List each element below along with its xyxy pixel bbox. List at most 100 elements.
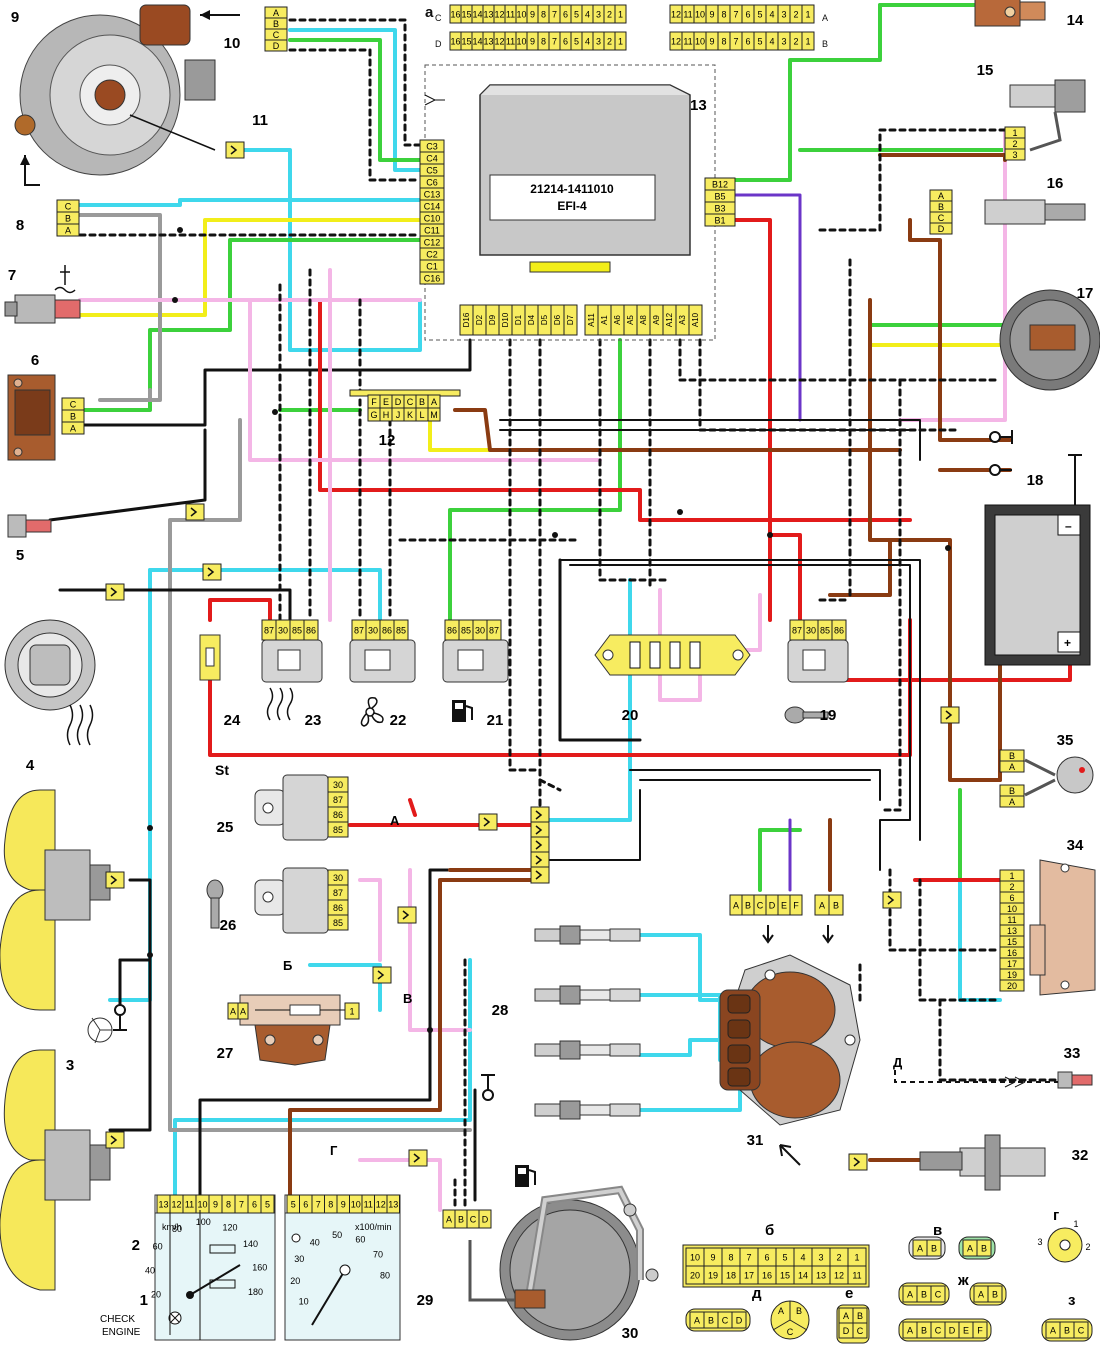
inline-connector-14 <box>530 821 550 839</box>
ecu-c-pin-7: C11 <box>424 226 440 236</box>
battery-minus-sign: – <box>1065 519 1072 533</box>
conn-a-row-a-pin-4: 8 <box>721 10 726 20</box>
plug-31a-pin-2: C <box>757 901 764 911</box>
conn-a-row-d-pin-6: 10 <box>516 37 526 47</box>
fan-symbol-22 <box>360 696 384 727</box>
relay-23-pins-pin-1: 30 <box>278 626 288 636</box>
tach-tick-5: 60 <box>355 1235 365 1245</box>
conn-b-bottom-pin-3: 17 <box>744 1271 754 1281</box>
ecu-a-pin-7: A3 <box>678 315 687 325</box>
relay-19-pins-pin-3-cell <box>831 619 847 641</box>
conn-b-bottom-pin-4: 16 <box>762 1271 772 1281</box>
plug12-bottom-pin-2: J <box>396 410 401 420</box>
conn-b-bottom-pin-9-cell <box>847 1265 867 1285</box>
plug-31a-pin-3: D <box>769 901 776 911</box>
legend-z-pin-1: B <box>1064 1326 1070 1336</box>
conn-a-row-d-pin-1: 15 <box>461 37 471 47</box>
legend-g: 123 <box>1037 1219 1091 1263</box>
conn-b-top-pin-0: 10 <box>690 1253 700 1263</box>
ecu-a-pin-4: A8 <box>639 315 648 325</box>
legend-e-pin-2: D <box>843 1326 850 1336</box>
letter-G-cyr: Г <box>330 1143 338 1158</box>
plug12-top-pin-3: C <box>407 397 414 407</box>
conn-a-row-b-pin-10: 2 <box>793 37 798 47</box>
spark-plug-3 <box>534 1040 641 1060</box>
junction-dot-2 <box>272 409 278 415</box>
conn-a-row-b-pin-11-cell <box>801 31 815 51</box>
conn-b-top-pin-1: 9 <box>710 1253 715 1263</box>
oxygen-sensor-16 <box>984 199 1086 225</box>
conn-a-row-a-pin-11-cell <box>801 4 815 24</box>
legend-zh-1-pin-1: B <box>921 1290 927 1300</box>
relay-22-pins-pin-1: 30 <box>368 626 378 636</box>
relay-26-pin-3-cell <box>327 914 349 931</box>
inline-connector-3 <box>105 583 125 601</box>
callout-19: 19 <box>820 707 837 724</box>
conn-a-row-c-pin-14: 2 <box>607 10 612 20</box>
legend-e-pin-3-cell <box>852 1322 868 1339</box>
conn-b-bottom-pin-9: 11 <box>852 1271 861 1281</box>
conn-a-row-a-pin-3: 9 <box>709 10 714 20</box>
callout-1: 1 <box>140 1292 148 1309</box>
inline-connector-5 <box>105 1131 125 1149</box>
ecu-c-pin-10: C1 <box>426 262 438 272</box>
ecu-d-pin-3: D10 <box>501 312 510 327</box>
plug-34-pin-9: 19 <box>1007 970 1017 980</box>
letter-V-cyr: В <box>403 991 412 1006</box>
plug-27-pin-1-cell <box>237 1002 249 1020</box>
conn-a-row-c-pin-6: 10 <box>516 10 526 20</box>
legend-v-1-pin-1-cell <box>926 1239 942 1257</box>
conn-a-row-c-pin-3: 13 <box>483 10 493 20</box>
legend-g-pin-2: 2 <box>1085 1242 1090 1252</box>
plug12-bottom-pin-3: K <box>407 410 413 420</box>
legend-zh-1-pin-2: C <box>935 1290 942 1300</box>
callout-2: 2 <box>132 1237 140 1254</box>
conn-a-row-d-pin-7: 9 <box>530 37 535 47</box>
tach-tick-4: 50 <box>332 1230 342 1240</box>
conn-b-bottom-pin-5: 15 <box>780 1271 790 1281</box>
junction-dot-7 <box>945 545 951 551</box>
ecu-c-pin-2: C5 <box>426 166 438 176</box>
conn-a-row-a-pin-0: 12 <box>671 10 681 20</box>
ecu-13: 21214-1411010 EFI-4 C3C4C5C6C13C14C10C11… <box>419 64 736 341</box>
relay-23-pins-pin-3-cell <box>303 619 319 641</box>
conn-b-top-pin-9: 1 <box>854 1253 859 1263</box>
conn-a-row-a-pin-5: 7 <box>733 10 738 20</box>
plug12-bottom-pin-4: L <box>419 410 424 420</box>
speedo-pin-2: 11 <box>185 1200 194 1210</box>
battery-18: – + <box>984 454 1091 666</box>
fuse-24 <box>199 634 221 681</box>
callout-14: 14 <box>1067 12 1084 29</box>
speedo-pin-0: 13 <box>158 1200 168 1210</box>
junction-dot-0 <box>177 227 183 233</box>
inline-connector-15 <box>530 836 550 854</box>
letter-D-cyr: Д <box>893 1055 903 1070</box>
junction-dot-3 <box>147 825 153 831</box>
speed-tick-2: 60 <box>153 1242 163 1252</box>
tacho-pin-2: 7 <box>316 1200 321 1210</box>
speed-tick-4: 100 <box>196 1217 211 1227</box>
legend-e-pin-1: B <box>857 1311 863 1321</box>
inline-connector-4 <box>105 871 125 889</box>
conn-a-row-c-pin-7: 9 <box>530 10 535 20</box>
plug-34-pin-3: 10 <box>1007 904 1017 914</box>
ecu-b-pin-3: B1 <box>714 216 725 226</box>
legend-d-1-pin-0: A <box>694 1316 700 1326</box>
relay-25-pin-2: 86 <box>333 810 343 820</box>
legend-z-pin-0: A <box>1050 1326 1056 1336</box>
callout-35: 35 <box>1057 732 1074 749</box>
relay-26-pin-0: 30 <box>333 873 343 883</box>
junction-dot-5 <box>427 1027 433 1033</box>
letter-A-cyr: А <box>390 813 400 828</box>
conn-a-row-d-pin-15: 1 <box>618 37 623 47</box>
plug-31a-pin-0: A <box>733 901 739 911</box>
legend-g-pin-1: 1 <box>1073 1219 1078 1229</box>
conn-a-row-a-pin-1: 11 <box>683 10 692 20</box>
callout-13: 13 <box>690 97 707 114</box>
